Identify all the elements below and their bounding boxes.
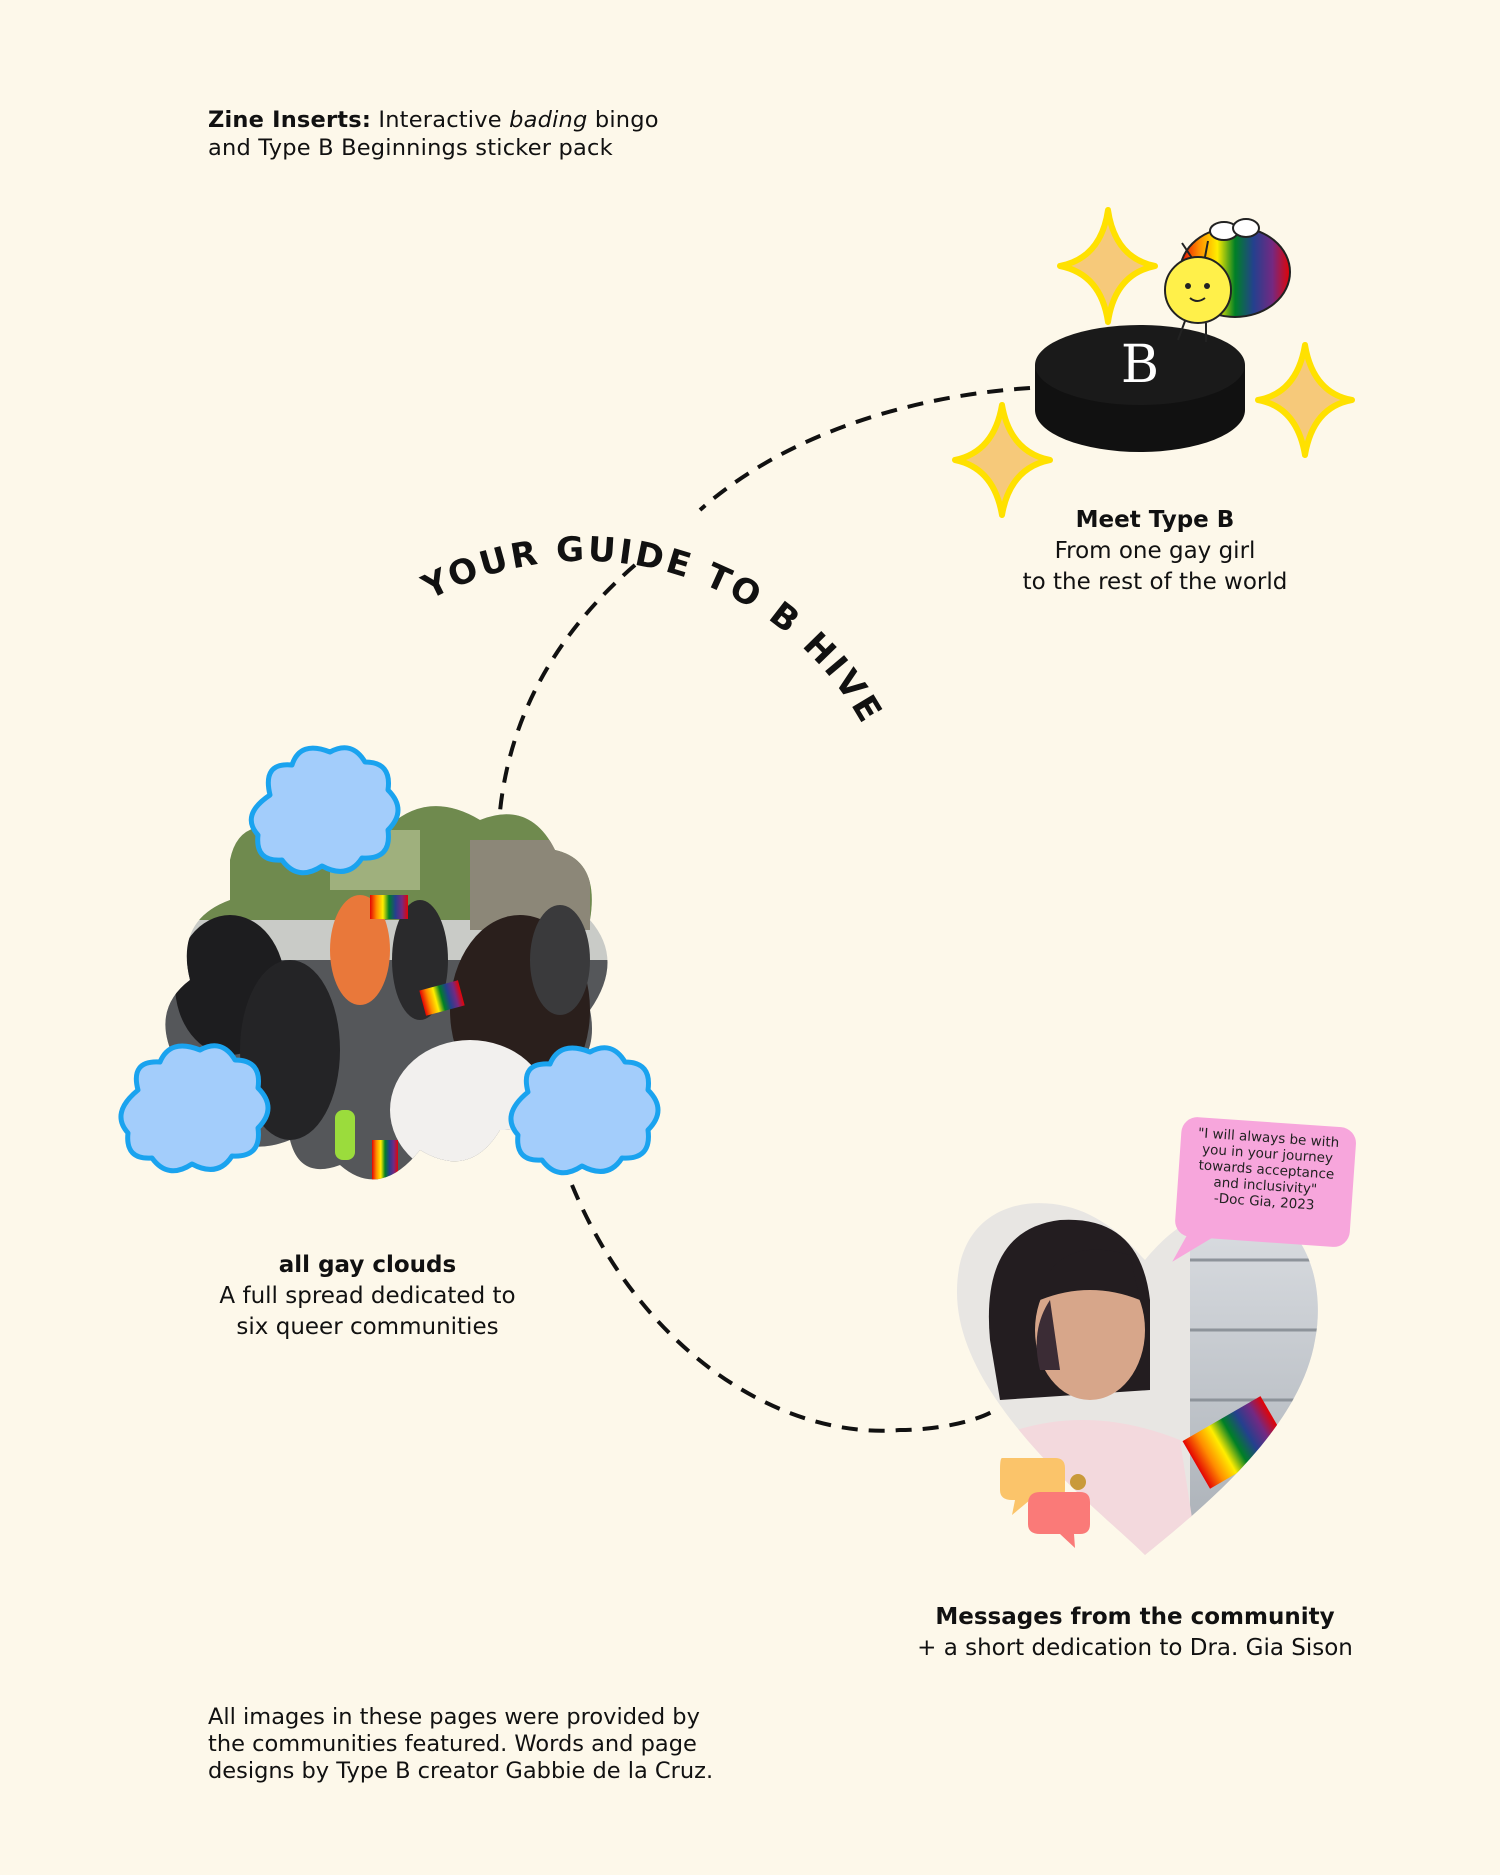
parade-photo [165, 806, 608, 1180]
all-gay-clouds-caption: all gay clouds A full spread dedicated t… [190, 1250, 545, 1343]
all-gay-clouds-subtitle: A full spread dedicated to six queer com… [219, 1283, 516, 1340]
all-gay-clouds-title: all gay clouds [278, 1252, 457, 1278]
zine-inserts-line1-suffix: bingo [594, 107, 659, 133]
meet-type-b-title: Meet Type B [1075, 507, 1235, 533]
type-b-logo-puck: B [1035, 325, 1245, 452]
zine-inserts-line2: and Type B Beginnings sticker pack [208, 135, 613, 161]
messages-caption: Messages from the community + a short de… [880, 1602, 1390, 1664]
credits-note: All images in these pages were provided … [208, 1704, 714, 1784]
dashed-connector-top [698, 386, 1031, 512]
sparkle-icon [952, 207, 1355, 518]
zine-inserts-line1-prefix: Interactive [378, 107, 502, 133]
meet-type-b-caption: Meet Type B From one gay girl to the res… [980, 505, 1330, 598]
quote-text: "I will always be with you in your journ… [1197, 1125, 1340, 1214]
cloud-icon [118, 745, 661, 1176]
messages-title: Messages from the community [935, 1604, 1335, 1630]
zine-inserts-italic-word: bading [509, 107, 588, 133]
messages-subtitle: + a short dedication to Dra. Gia Sison [917, 1635, 1353, 1661]
quote-bubble [1172, 1117, 1356, 1262]
zine-inserts-note: Zine Inserts: Interactive bading bingo a… [208, 106, 728, 162]
meet-type-b-subtitle: From one gay girl to the rest of the wor… [1022, 538, 1288, 595]
svg-text:B: B [1121, 335, 1159, 395]
rainbow-bee-icon [1164, 218, 1291, 342]
chat-bubble-icon [1000, 1458, 1090, 1548]
zine-inserts-label: Zine Inserts: [208, 107, 372, 133]
arc-title: YOUR GUIDE TO B HIVE [415, 530, 891, 732]
dashed-connector-left [496, 563, 637, 846]
dashed-connector-bottom [570, 1184, 997, 1433]
